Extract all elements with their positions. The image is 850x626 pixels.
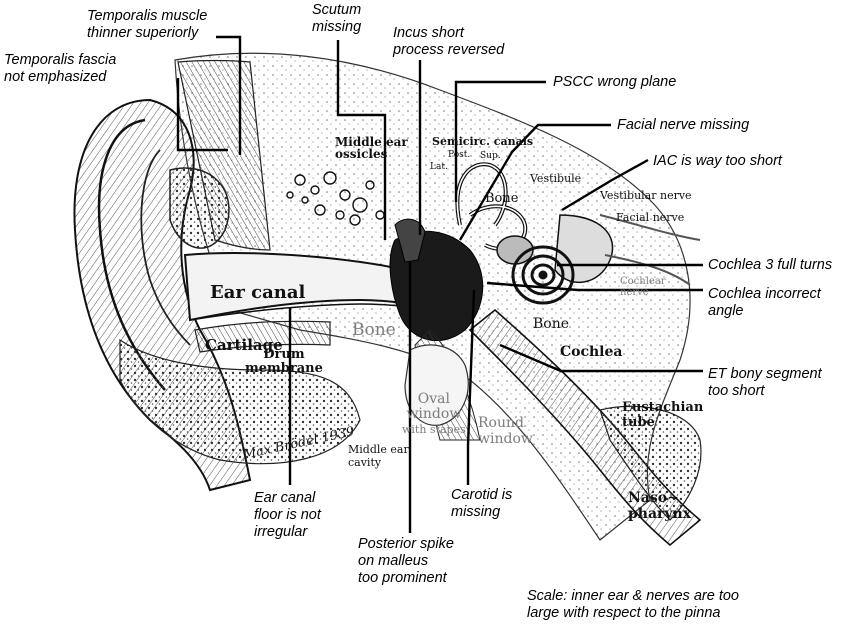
- annotation-cochlea-angle: Cochlea incorrect angle: [708, 286, 821, 319]
- nerve-bundle: [599, 214, 701, 286]
- label-semicirc-canals: Semicirc. canals: [432, 135, 534, 148]
- annotation-scale: Scale: inner ear & nerves are too large …: [527, 588, 739, 621]
- label-vestibular-nerve: Vestibular nerve: [600, 189, 692, 202]
- label-bone-mid: Bone: [352, 320, 396, 340]
- annotation-ear-canal-floor: Ear canal floor is not irregular: [254, 490, 321, 540]
- label-cochlea: Cochlea: [560, 344, 623, 360]
- label-drum-membrane: Drum membrane: [245, 347, 323, 376]
- annotation-incus: Incus short process reversed: [393, 25, 505, 58]
- label-middle-ear-ossicles: Middle ear ossicles: [335, 135, 408, 161]
- label-round-window: Round window: [478, 415, 533, 447]
- nasopharynx-region: [599, 405, 702, 521]
- label-cartilage: Cartilage: [205, 336, 283, 354]
- lobule-region: [119, 338, 361, 465]
- concha: [169, 167, 230, 249]
- annotation-posterior-spike: Posterior spike on malleus too prominent: [358, 536, 454, 586]
- label-vestibule: Vestibule: [530, 172, 582, 185]
- label-cochlear-nerve: Cochlear nerve: [620, 276, 666, 298]
- label-sup: Sup.: [480, 151, 501, 161]
- annotation-cochlea-turns: Cochlea 3 full turns: [708, 257, 833, 273]
- pinna-antihelix: [140, 149, 191, 346]
- label-ear-canal: Ear canal: [210, 282, 306, 303]
- leader-lines: [176, 35, 703, 533]
- annotation-pscc: PSCC wrong plane: [553, 74, 677, 90]
- annotation-et-bony: ET bony segment too short: [708, 366, 822, 399]
- label-middle-ear-cavity: Middle ear cavity: [348, 443, 409, 469]
- annotation-temporalis-fascia: Temporalis fascia not emphasized: [4, 52, 117, 85]
- oval-window-area: [404, 344, 469, 426]
- annotation-facial-nerve: Facial nerve missing: [617, 117, 750, 133]
- cochlea-spiral: [511, 245, 575, 305]
- annotation-iac: IAC is way too short: [653, 153, 782, 169]
- annotation-carotid: Carotid is missing: [451, 487, 513, 520]
- label-nasopharynx: Naso~ pharynx: [628, 490, 692, 522]
- temporalis-muscle-shape: [177, 59, 271, 251]
- label-bone-lower: Bone: [533, 316, 570, 332]
- label-lat: Lat.: [430, 162, 448, 172]
- cartilage-band: [194, 320, 331, 353]
- label-eustachian-tube: Eustachian tube: [622, 400, 704, 430]
- annotation-scutum: Scutum missing: [312, 2, 362, 35]
- label-post: Post.: [448, 150, 471, 160]
- label-facial-nerve: Facial nerve: [616, 211, 685, 224]
- ossicles-shape: [394, 218, 426, 263]
- label-bone-upper: Bone: [485, 191, 519, 206]
- label-oval-window: Oval window with stapes: [402, 391, 466, 437]
- annotation-temporalis-muscle: Temporalis muscle thinner superiorly: [87, 8, 208, 41]
